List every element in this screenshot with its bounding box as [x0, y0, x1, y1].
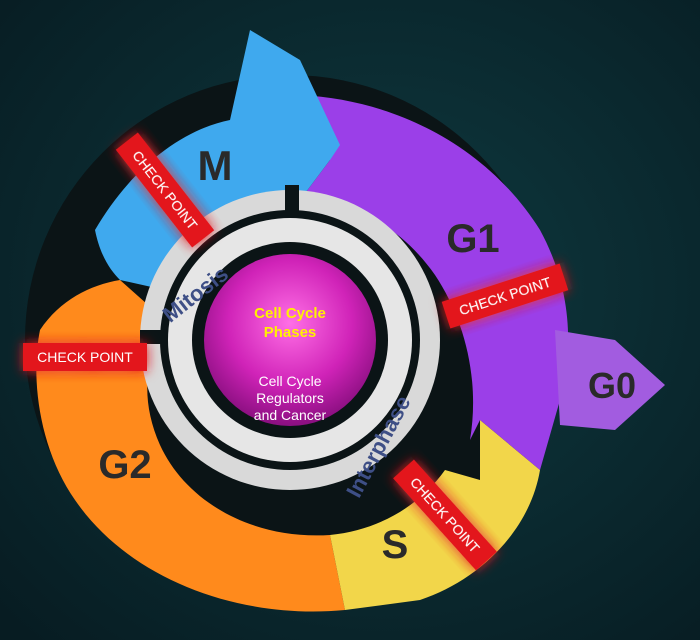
- center-sub-line1: Cell Cycle: [258, 373, 321, 389]
- phase-m-label: M: [198, 142, 233, 189]
- center-title-line1: Cell Cycle: [254, 305, 326, 322]
- center-sub-line2: Regulators: [256, 390, 324, 406]
- m-segment: [95, 30, 340, 290]
- ring-divider-left: [140, 330, 170, 344]
- phase-s-label: S: [382, 523, 409, 567]
- center-disc: [204, 254, 376, 426]
- phase-g2-label: G2: [98, 443, 151, 487]
- center-title-line2: Phases: [264, 324, 317, 341]
- checkpoint-g2-text: CHECK POINT: [37, 349, 133, 365]
- center-sub-line3: and Cancer: [254, 407, 327, 423]
- g1-segment: [300, 95, 569, 470]
- phase-g1-label: G1: [446, 217, 499, 261]
- phase-g0-label: G0: [588, 365, 636, 406]
- g0-segment: [555, 330, 665, 430]
- ring-divider-top: [285, 185, 299, 215]
- checkpoint-g2: CHECK POINT: [23, 343, 147, 371]
